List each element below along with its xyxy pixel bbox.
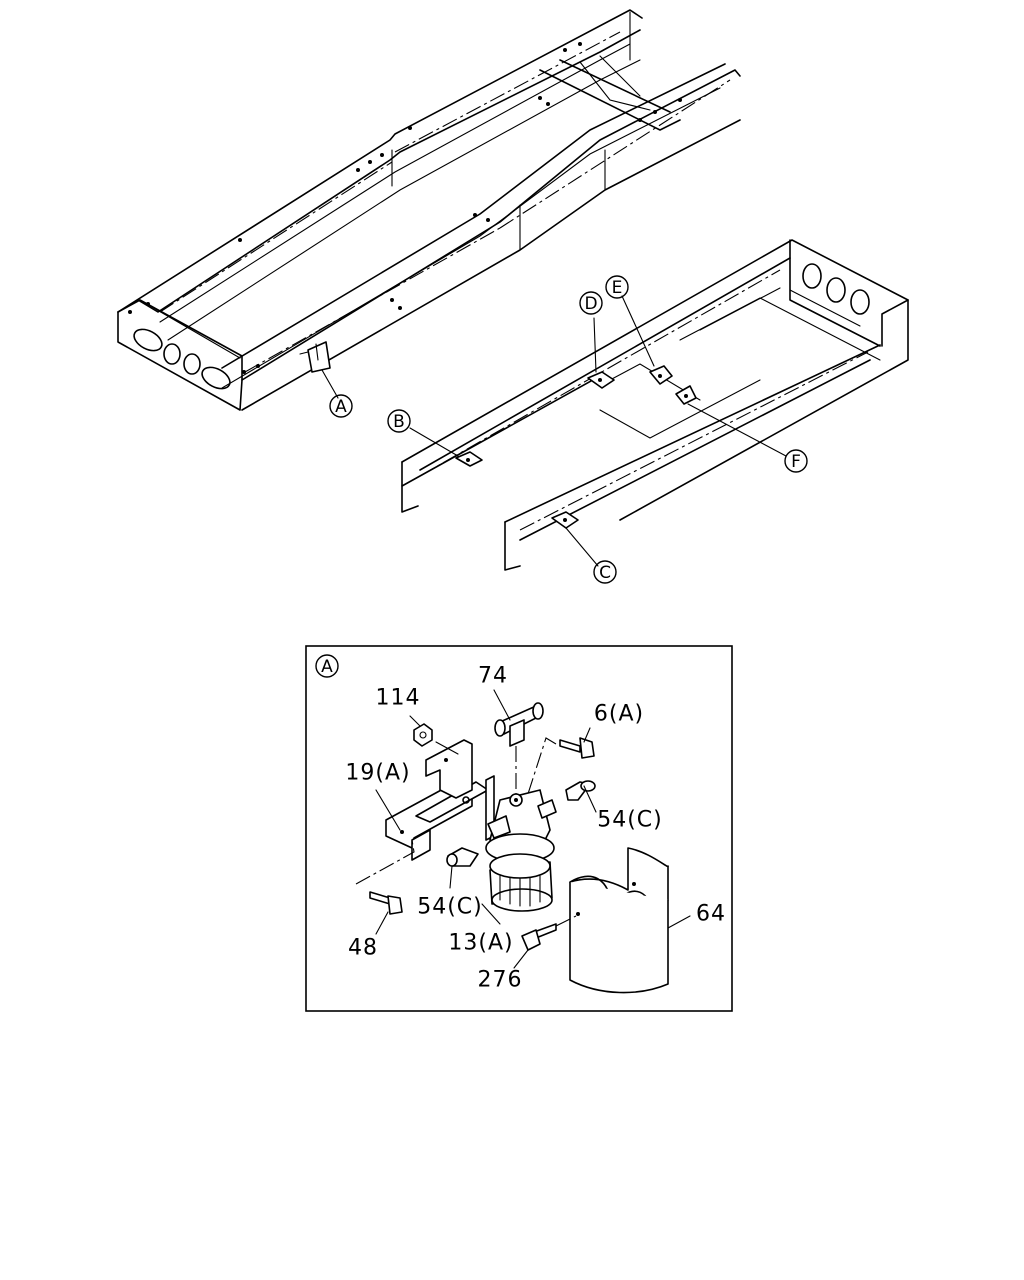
bolt-48 xyxy=(355,839,415,935)
detail-frame xyxy=(305,645,733,1012)
label-54c-left: 54(C) xyxy=(417,895,483,920)
chassis-frame-upper xyxy=(117,9,741,411)
adapter-54c-left xyxy=(446,847,479,867)
label-48: 48 xyxy=(348,936,378,961)
detail-view-a: A xyxy=(305,645,733,1012)
label-276: 276 xyxy=(478,968,523,993)
bolt-6a xyxy=(525,737,595,801)
callout-e-letter: E xyxy=(612,278,623,298)
callout-d: D xyxy=(579,291,603,315)
nut-114 xyxy=(413,723,459,755)
callout-b-letter: B xyxy=(393,412,405,432)
label-64: 64 xyxy=(696,902,726,927)
bracket-19a xyxy=(385,739,495,861)
tee-fitting-74 xyxy=(494,702,544,796)
detail-view-letter: A xyxy=(315,654,339,678)
callout-c-letter: C xyxy=(599,563,611,583)
callout-f: F xyxy=(784,449,808,473)
label-6a: 6(A) xyxy=(594,702,644,727)
detail-view-letter-text: A xyxy=(321,657,333,677)
label-74: 74 xyxy=(478,664,508,689)
callout-b: B xyxy=(387,409,411,433)
adapter-54c-right xyxy=(565,780,597,813)
overview-callouts: A B C D E F xyxy=(329,275,808,584)
callout-a: A xyxy=(329,394,353,418)
bolt-276 xyxy=(513,915,577,969)
fuel-filter-13a xyxy=(485,789,557,912)
callout-c: C xyxy=(593,560,617,584)
callout-e: E xyxy=(605,275,629,299)
guard-64 xyxy=(569,847,691,994)
callout-a-letter: A xyxy=(335,397,347,417)
label-13a: 13(A) xyxy=(448,931,513,956)
label-54c-right: 54(C) xyxy=(597,808,663,833)
label-19a: 19(A) xyxy=(345,761,410,786)
callout-f-letter: F xyxy=(791,452,801,472)
chassis-frame-lower xyxy=(401,239,909,571)
callout-d-letter: D xyxy=(584,294,597,314)
label-114: 114 xyxy=(376,686,421,711)
